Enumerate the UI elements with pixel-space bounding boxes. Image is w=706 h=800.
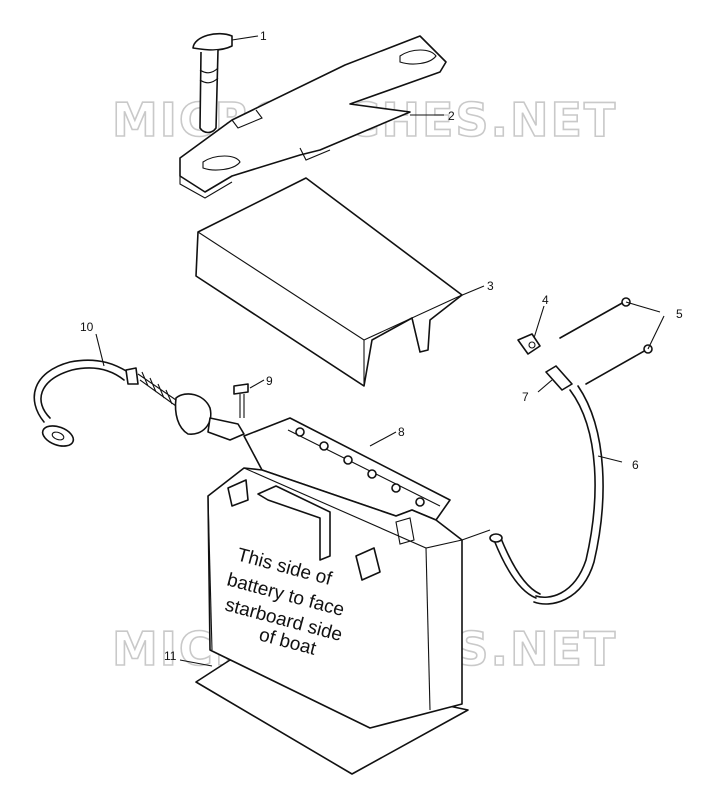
callout-1: 1 <box>260 29 267 43</box>
part-6-positive-cable <box>461 385 604 605</box>
battery-body <box>207 467 463 729</box>
callout-11: 11 <box>164 649 177 663</box>
part-1-hold-down-bolt <box>192 32 233 134</box>
callout-7: 7 <box>522 390 529 404</box>
callout-4: 4 <box>542 293 549 307</box>
part-5-screws <box>559 297 653 385</box>
leader-lines <box>95 35 665 667</box>
part-4-terminal-nut <box>517 333 541 355</box>
part-3-battery-cover <box>195 177 463 387</box>
callout-5: 5 <box>676 307 683 321</box>
part-2-hold-down-bracket <box>179 35 447 199</box>
callout-10: 10 <box>80 320 94 334</box>
callout-9: 9 <box>266 374 273 388</box>
part-7-connector <box>545 365 573 391</box>
callout-6: 6 <box>632 458 639 472</box>
part-9-terminal-bolt <box>233 383 249 418</box>
callout-3: 3 <box>487 279 494 293</box>
part-10-negative-cable <box>33 359 245 447</box>
callout-2: 2 <box>448 109 455 123</box>
callout-8: 8 <box>398 425 405 439</box>
part-11-battery-pad <box>195 659 469 775</box>
